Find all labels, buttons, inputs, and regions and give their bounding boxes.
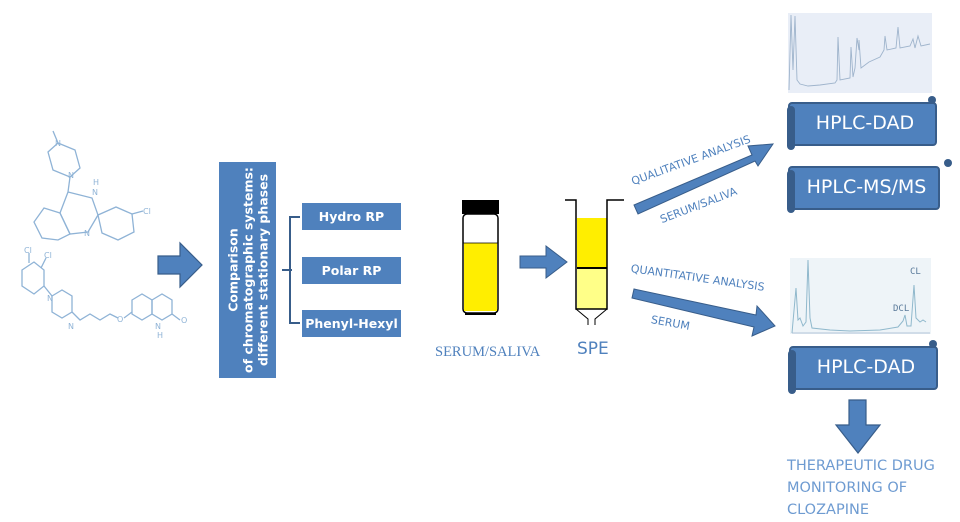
down-arrow-icon [834,399,882,454]
qualitative-arrow-icon [633,143,775,215]
phase-phenyl-hexyl: Phenyl-Hexyl [302,310,401,337]
banner-hplc-msms [787,159,952,213]
quantitative-arrow-icon [631,288,776,337]
sample-vial-icon [462,200,499,315]
outcome-line: MONITORING OF [787,480,908,496]
comparison-line: of chromatographic systems: [240,167,255,373]
comparison-line: Comparison [225,228,240,312]
banner-hplc-dad-quant [788,340,938,394]
atom-label: Cl [24,246,32,255]
atom-label: Cl [143,207,151,216]
clozapine-atom-labels: N N H N N Cl [55,139,151,238]
outcome-text: THERAPEUTIC DRUG MONITORING OF CLOZAPINE [787,455,960,521]
atom-label: N [68,171,74,180]
right-arrow-icon [157,241,203,289]
atom-label: H [157,331,163,340]
atom-label: N [55,139,61,148]
atom-label: O [181,316,187,325]
atom-label: N [84,229,90,238]
peak-label-dcl: DCL [893,304,909,314]
outcome-line: THERAPEUTIC DRUG [787,458,935,474]
sample-label: SERUM/SALIVA [435,344,541,360]
peak-label-cl: CL [910,267,921,277]
comparison-box: Comparison of chromatographic systems: d… [219,162,276,378]
atom-label: H [93,178,99,187]
chromatogram-qualitative [788,13,932,93]
comparison-text: Comparison of chromatographic systems: d… [225,165,270,375]
atom-label: N [68,322,74,331]
atom-label: N [92,188,98,197]
aripiprazole-atom-labels: Cl Cl N N O N H O [24,246,187,340]
atom-label: Cl [44,251,52,260]
clozapine-structure [33,130,144,241]
spe-cartridge-icon [565,199,624,325]
method-hplc-msms: HPLC-MS/MS [806,176,927,198]
atom-label: N [155,322,161,331]
aripiprazole-structure [21,253,181,321]
atom-label: N [47,294,53,303]
banner-hplc-dad-qual [787,96,937,150]
spe-label: SPE [577,339,609,359]
phase-polar-rp: Polar RP [302,257,401,284]
outcome-line: CLOZAPINE [787,502,869,518]
right-arrow-icon [519,244,568,280]
chromatogram-quantitative: DCL CL [790,258,931,334]
atom-label: O [117,315,123,324]
phase-hydro-rp: Hydro RP [302,203,401,230]
method-hplc-dad-qualitative: HPLC-DAD [815,112,915,134]
method-hplc-dad-quantitative: HPLC-DAD [816,356,916,378]
comparison-line: different stationary phases [255,173,270,367]
phase-bracket [282,216,300,324]
